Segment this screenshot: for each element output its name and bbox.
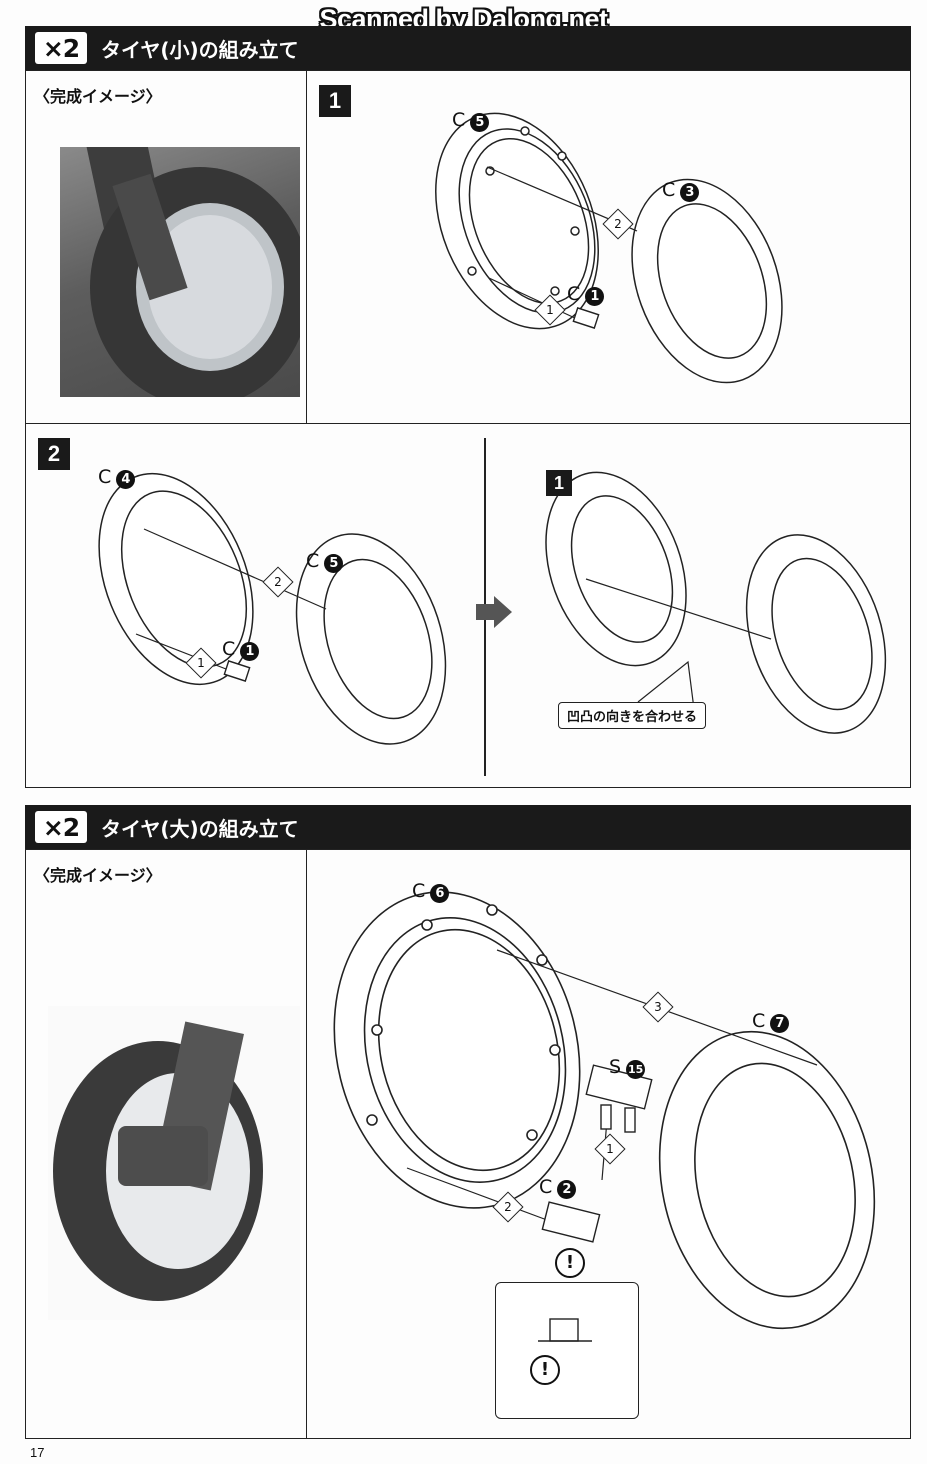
caution-icon: !: [530, 1355, 560, 1385]
section-title: タイヤ(大)の組み立て: [101, 816, 299, 841]
part-c2: [541, 1201, 601, 1243]
tire-photo-illustration: [86, 147, 300, 397]
completed-tire-photo: [48, 1006, 300, 1320]
step-number-badge: 2: [38, 438, 70, 470]
completed-tire-photo: [60, 147, 300, 397]
alignment-note: 凹凸の向きを合わせる: [558, 702, 707, 729]
page-number: 17: [30, 1445, 45, 1460]
result-arrow-icon: [476, 596, 512, 628]
step-number-badge: 1: [319, 85, 351, 117]
step-2-panel: 2 C 4 C 5: [25, 423, 911, 788]
detail-inset-diagram: [538, 1318, 592, 1342]
detail-inset: !: [495, 1282, 639, 1419]
part-label-c5: C 5: [306, 550, 344, 573]
part-c7-tire: [658, 1030, 876, 1330]
part-c5-wheel: [435, 112, 599, 330]
part-c5-tire: [295, 533, 447, 745]
section-header-small-tire: ×2 タイヤ(小)の組み立て: [25, 26, 911, 70]
part-label-c5: C 5: [452, 109, 490, 132]
large-tire-assembly-panel: ! ! C 6 C 7 S 15 C 2 3 2 1: [306, 849, 911, 1439]
result-tire-back: [745, 534, 887, 734]
part-c1-peg: [572, 307, 600, 329]
step-1-diagram: [435, 112, 783, 384]
part-label-c3: C 3: [662, 179, 700, 202]
completed-image-caption: 〈完成イメージ〉: [34, 866, 162, 885]
step-1-panel: 1 C 5 C 3 C 1 2 1: [306, 70, 911, 424]
part-c1-peg: [223, 660, 251, 682]
substep-number-badge: 1: [546, 470, 572, 496]
quantity-badge: ×2: [35, 811, 87, 843]
part-label-c1: C 1: [567, 283, 605, 306]
section-header-large-tire: ×2 タイヤ(大)の組み立て: [25, 805, 911, 849]
part-label-c4: C 4: [98, 466, 136, 489]
result-tire-front: [545, 471, 687, 667]
part-c6-wheel: [333, 891, 581, 1209]
part-label-c2: C 2: [539, 1176, 577, 1199]
part-c4-wheel: [98, 472, 254, 686]
completed-image-panel: 〈完成イメージ〉: [25, 849, 307, 1439]
caution-icon: !: [555, 1248, 585, 1278]
part-label-c7: C 7: [752, 1010, 790, 1033]
tire-photo-illustration: [48, 1006, 300, 1320]
completed-image-caption: 〈完成イメージ〉: [34, 87, 162, 106]
completed-image-panel: 〈完成イメージ〉: [25, 70, 307, 424]
section-title: タイヤ(小)の組み立て: [101, 37, 299, 62]
step-2-diagram: [98, 471, 887, 745]
part-c3-tire: [631, 178, 783, 384]
large-tire-diagram: [333, 891, 876, 1330]
part-label-s15: S 15: [609, 1056, 646, 1079]
part-label-c6: C 6: [412, 880, 450, 903]
quantity-badge: ×2: [35, 32, 87, 64]
part-label-c1: C 1: [222, 638, 260, 661]
